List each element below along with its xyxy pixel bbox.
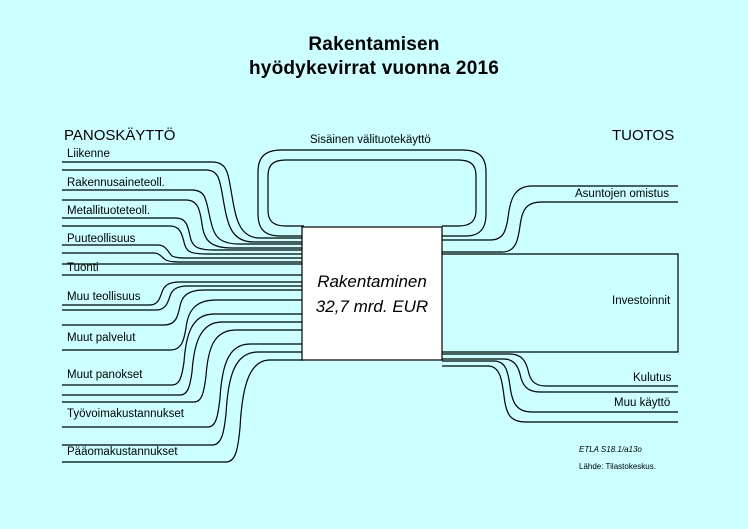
flow-tyovoimakustannukset [62, 329, 304, 403]
flow-asuntojen-omistus [442, 185, 678, 241]
input-label-metallituoteteoll: Metallituoteteoll. [67, 205, 151, 217]
flow-metallituoteteoll [62, 217, 304, 251]
internal-use-label: Sisäinen välituotekäyttö [310, 134, 431, 146]
center-value: 32,7 mrd. EUR [315, 297, 429, 316]
flow-puuteollisuus [62, 244, 304, 259]
internal-loop-outer [257, 149, 487, 237]
inputs-heading: PANOSKÄYTTÖ [64, 127, 176, 144]
output-label-muu-kaytto: Muu käyttö [614, 397, 671, 409]
title-line-1: Rakentamisen [308, 34, 440, 55]
title-line-2: hyödykevirrat vuonna 2016 [249, 58, 499, 79]
source-note: Lähde: Tilastokeskus. [579, 462, 656, 471]
flow-muut-panokset [62, 313, 304, 386]
flow-kulutus [442, 353, 678, 387]
input-label-tuonti: Tuonti [67, 262, 99, 274]
input-label-tyovoimakustannukset: Työvoimakustannukset [67, 408, 184, 420]
input-label-liikenne: Liikenne [67, 148, 110, 160]
input-label-muut-panokset: Muut panokset [67, 369, 143, 381]
input-label-paaomakustannukset: Pääomakustannukset [67, 446, 178, 458]
flow-investoinnit [442, 253, 679, 353]
flow-muu-kaytto [442, 360, 678, 413]
outputs-heading: TUOTOS [612, 127, 675, 144]
input-label-muu-teollisuus: Muu teollisuus [67, 291, 141, 303]
figure-code: ETLA S18.1/a13o [579, 445, 642, 454]
input-label-puuteollisuus: Puuteollisuus [67, 233, 136, 245]
internal-loop-inner [267, 159, 477, 227]
center-box [301, 226, 443, 361]
input-label-muut-palvelut: Muut palvelut [67, 332, 136, 344]
flow-muut-palvelut [62, 289, 304, 326]
output-label-kulutus: Kulutus [633, 372, 672, 384]
flow-liikenne [62, 161, 304, 239]
output-label-asuntojen-omistus: Asuntojen omistus [575, 188, 669, 200]
flow-paaomakustannukset [62, 351, 304, 446]
input-label-rakennusaineteoll: Rakennusaineteoll. [67, 177, 165, 189]
flow-rakennusaineteoll [62, 189, 304, 245]
flow-muu-teollisuus [62, 281, 304, 306]
center-title: Rakentaminen [317, 272, 427, 291]
output-label-investoinnit: Investoinnit [612, 295, 671, 307]
